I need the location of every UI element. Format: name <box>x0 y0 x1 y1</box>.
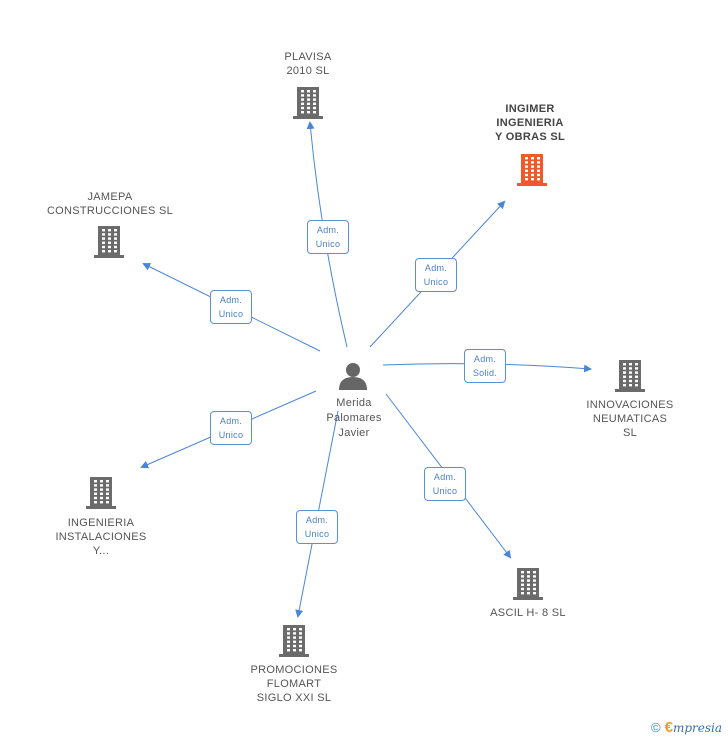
company-label-plavisa[interactable]: PLAVISA 2010 SL <box>284 51 332 77</box>
role-badge-innovaciones[interactable]: Adm. Solid. <box>464 349 506 383</box>
role-line: Adm. <box>219 295 243 305</box>
company-label-ingenieria[interactable]: INGENIERIA INSTALACIONES Y... <box>55 517 147 557</box>
role-line: Unico <box>315 239 341 249</box>
role-line: Unico <box>432 486 458 496</box>
role-line: Adm. <box>219 416 243 426</box>
role-badge-plavisa[interactable]: Adm. Unico <box>307 220 349 254</box>
building-icon-jamepa[interactable] <box>94 226 124 258</box>
center-person-name[interactable]: Merida Palomares Javier <box>304 396 404 441</box>
copyright-symbol: © <box>651 720 661 735</box>
building-icon-plavisa[interactable] <box>293 87 323 119</box>
role-badge-jamepa[interactable]: Adm. Unico <box>210 290 252 324</box>
building-icon-ingenieria[interactable] <box>86 477 116 509</box>
role-line: Unico <box>218 309 244 319</box>
company-label-jamepa[interactable]: JAMEPA CONSTRUCCIONES SL <box>46 191 174 217</box>
role-badge-ascil[interactable]: Adm. Unico <box>424 467 466 501</box>
brand-initial: € <box>664 719 673 736</box>
person-icon[interactable] <box>339 363 367 390</box>
footer-brand[interactable]: ©€mpresia <box>651 719 722 736</box>
role-line: Unico <box>423 277 449 287</box>
company-label-innovaciones[interactable]: INNOVACIONES NEUMATICAS SL <box>586 399 674 439</box>
company-label-ascil[interactable]: ASCIL H- 8 SL <box>490 607 566 619</box>
role-line: Unico <box>304 529 330 539</box>
center-name-line-2: Palomares <box>326 412 382 424</box>
brand-name: mpresia <box>672 721 722 735</box>
icons-layer <box>86 87 645 657</box>
role-badge-promociones[interactable]: Adm. Unico <box>296 510 338 544</box>
role-line: Unico <box>218 430 244 440</box>
company-label-ingimer[interactable]: INGIMER INGENIERIA Y OBRAS SL <box>494 103 566 143</box>
edges-layer <box>140 121 592 618</box>
role-line: Adm. <box>424 263 448 273</box>
role-line: Adm. <box>305 515 329 525</box>
building-icon-ascil[interactable] <box>513 568 543 600</box>
building-icon-innovaciones[interactable] <box>615 360 645 392</box>
role-badge-ingenieria[interactable]: Adm. Unico <box>210 411 252 445</box>
role-line: Solid. <box>472 368 498 378</box>
role-line: Adm. <box>473 354 497 364</box>
role-badge-ingimer[interactable]: Adm. Unico <box>415 258 457 292</box>
company-label-promociones[interactable]: PROMOCIONES FLOMART SIGLO XXI SL <box>250 664 338 704</box>
building-icon-promociones[interactable] <box>279 625 309 657</box>
center-name-line-1: Merida <box>336 397 372 409</box>
role-line: Adm. <box>316 225 340 235</box>
building-icon-ingimer[interactable] <box>517 154 547 186</box>
role-line: Adm. <box>433 472 457 482</box>
center-name-line-3: Javier <box>338 427 370 439</box>
